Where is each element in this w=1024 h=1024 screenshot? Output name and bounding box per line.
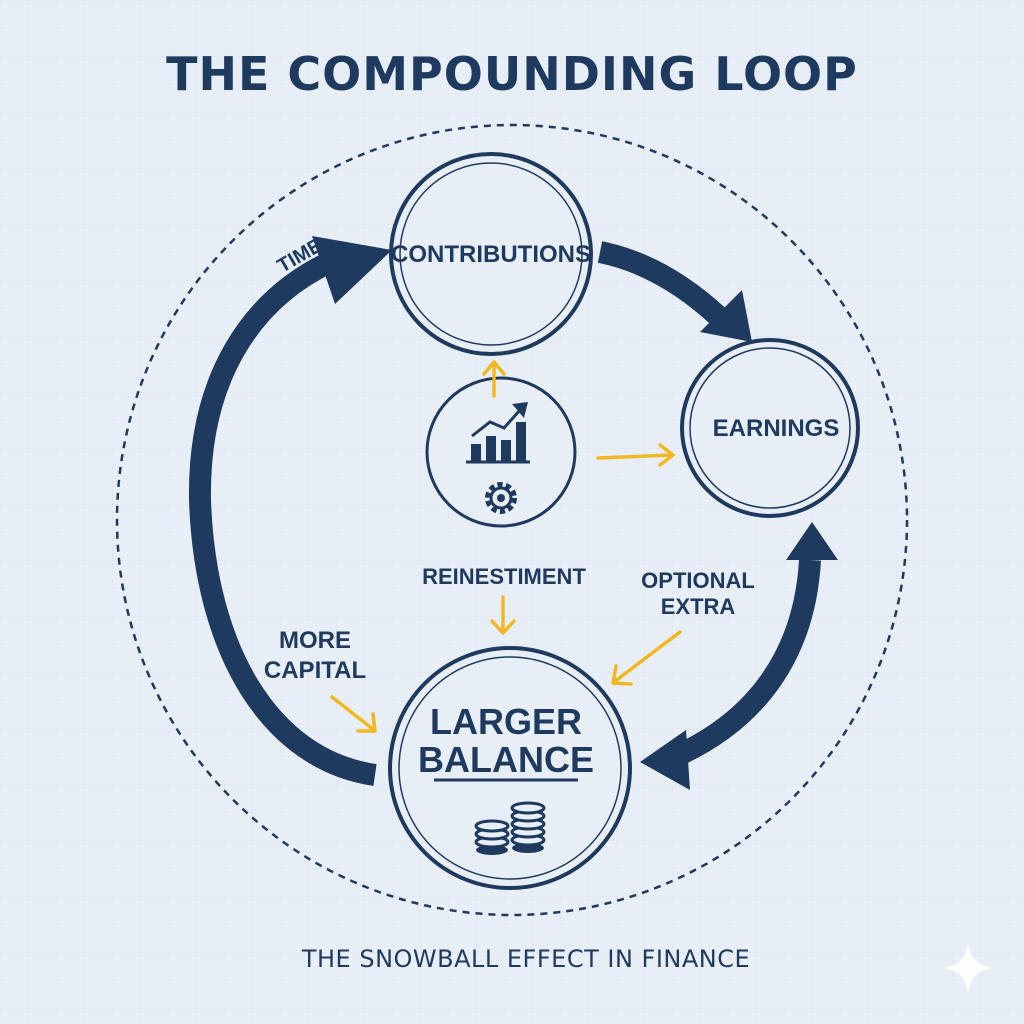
engine-to-contributions-arrow [482, 360, 506, 398]
optional-extra-arrow [611, 630, 682, 686]
larger-balance-node: LARGER BALANCE [388, 646, 632, 890]
optional-label-line2: EXTRA [661, 594, 736, 619]
gear-icon [485, 482, 517, 514]
more-capital-label-line1: MORE [279, 627, 351, 654]
reinvestment-label: REINESTIMENT [422, 564, 586, 589]
sparkle-icon [944, 944, 992, 992]
reinvestment-arrow [490, 595, 516, 635]
earnings-label: EARNINGS [713, 415, 840, 442]
more-capital-label-line2: CAPITAL [264, 657, 366, 684]
engine-to-earnings-arrow [596, 443, 675, 467]
contributions-node: CONTRIBUTIONS [389, 152, 593, 356]
more-capital-arrow [330, 695, 377, 733]
time-arrow-head [312, 236, 392, 304]
earnings-node: EARNINGS [680, 338, 860, 518]
earnings-arrow-head [786, 522, 838, 560]
earnings-balance-arrow [667, 559, 821, 769]
contributions-label: CONTRIBUTIONS [391, 241, 591, 268]
growth-chart-icon [466, 402, 530, 464]
coin-stack-icon [474, 801, 546, 855]
time-loop-arrow [188, 252, 377, 786]
optional-label-line1: OPTIONAL [641, 568, 755, 593]
larger-balance-label-line2: BALANCE [418, 739, 594, 780]
balance-arrow-head [640, 730, 690, 790]
contributions-to-earnings-arrow-head [700, 290, 752, 342]
page-subtitle: THE SNOWBALL EFFECT IN FINANCE [301, 945, 750, 973]
outer-dashed-circle [115, 123, 909, 917]
engine-node [425, 376, 577, 528]
contributions-to-earnings-arrow [597, 241, 728, 327]
larger-balance-label-line1: LARGER [430, 701, 582, 742]
page-title: THE COMPOUNDING LOOP [166, 47, 858, 101]
